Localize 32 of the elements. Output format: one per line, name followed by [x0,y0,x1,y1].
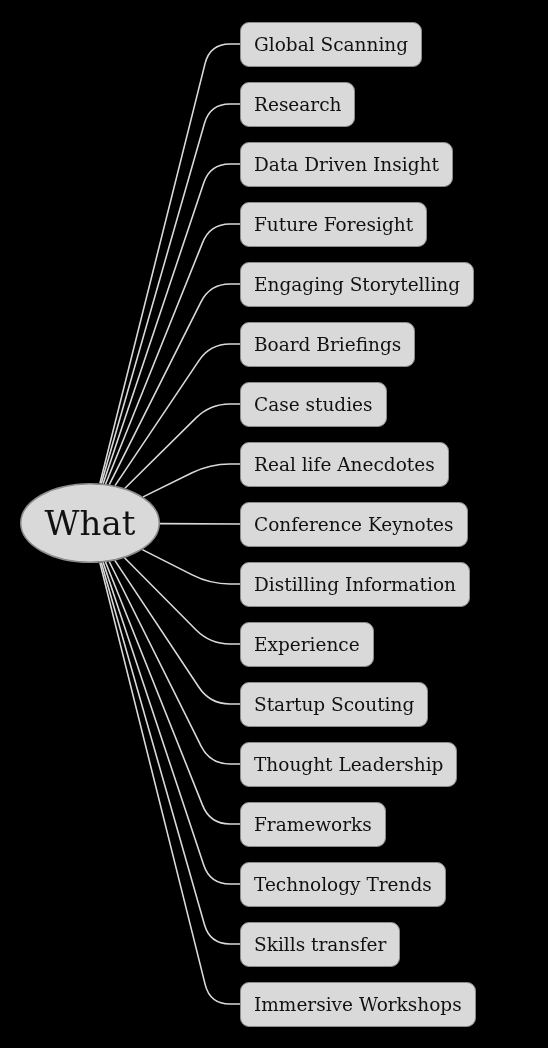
central-topic-ellipse [20,483,160,563]
connector-line [159,522,241,525]
connector-line [108,560,241,765]
subtopic-box: Frameworks [240,801,386,847]
subtopic-box: Data Driven Insight [240,141,453,187]
subtopic-box: Board Briefings [240,321,416,367]
connector-line [114,343,241,487]
subtopic-box: Immersive Workshops [240,981,476,1027]
topic-label: What [44,503,136,543]
subtopic-box: Conference Keynotes [240,501,468,547]
subtopic-box: Case studies [240,381,387,427]
connector-line [114,559,241,705]
connector-line [142,463,241,498]
connector-line [124,403,241,490]
subtopic-box: Future Foresight [240,201,428,247]
subtopic-box: Skills transfer [240,921,401,967]
subtopic-box: Real life Anecdotes [240,441,449,487]
subtopic-box: Distilling Information [240,561,470,607]
subtopic-box: Technology Trends [240,861,446,907]
subtopic-box: Research [240,81,356,127]
subtopic-box: Global Scanning [240,21,423,67]
connector-line [102,163,241,485]
connector-line [108,283,241,486]
connector-line [141,548,241,585]
connector-line [123,557,241,645]
subtopic-box: Startup Scouting [240,681,429,727]
subtopic-box: Engaging Storytelling [240,261,475,307]
subtopic-box: Experience [240,621,374,667]
connector-line [104,561,241,825]
subtopic-box: Thought Leadership [240,741,458,787]
connector-line [104,223,241,485]
connector-line [102,561,241,885]
